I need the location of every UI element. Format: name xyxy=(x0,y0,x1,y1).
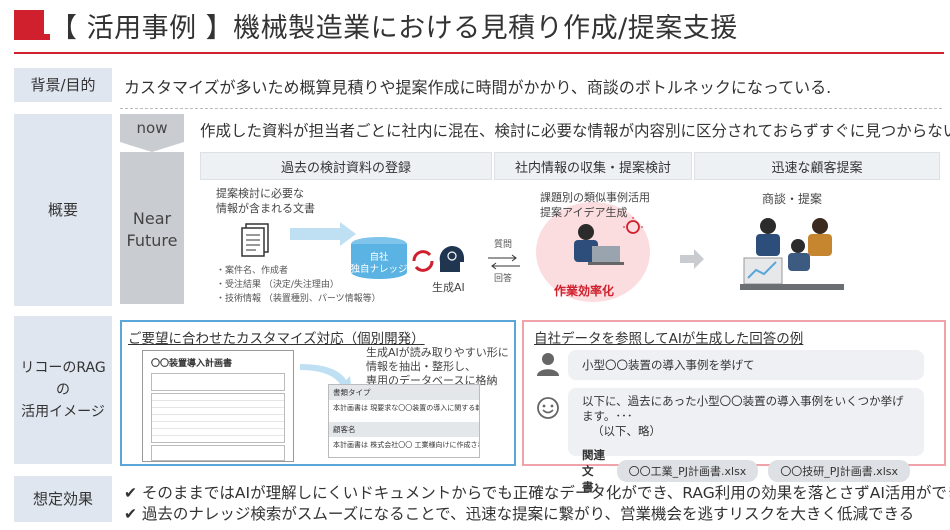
ai-smile-icon xyxy=(537,397,559,419)
document-icon xyxy=(241,223,269,257)
efficiency-label: 作業効率化 xyxy=(554,284,615,298)
flow-arrow-to-db xyxy=(290,222,356,246)
ai-label: 生成AI xyxy=(432,281,465,294)
sync-icon xyxy=(412,250,434,272)
plan-doc-title: 〇〇装置導入計画書 xyxy=(151,359,233,369)
rag-right-heading: 自社データを参照してAIが生成した回答の例 xyxy=(534,331,804,347)
proposal-label: 商談・提案 xyxy=(762,192,823,206)
idea-bulb-icon xyxy=(623,217,643,234)
answer-label: 回答 xyxy=(494,274,513,284)
worker-at-laptop-icon xyxy=(574,224,624,265)
step-register: 過去の検討資料の登録 xyxy=(200,152,492,180)
gray-arrow-icon xyxy=(680,249,704,269)
structured-db-table: 書類タイプ 本計画書は 現要求な〇〇装置の導入に関する報告書です 顧客名 本計画… xyxy=(328,384,480,458)
check-icon: ✔ xyxy=(124,484,142,502)
doc-caption: 提案検討に必要な情報が含まれる文書 xyxy=(216,187,315,215)
doc-bullets: ・案件名、作成者 ・受注結果 （決定/失注理由） ・技術情報 （装置種別、パーツ… xyxy=(216,266,381,304)
related-doc-link[interactable]: 〇〇技研_PJ計画書.xlsx xyxy=(768,460,910,482)
similar-case-label: 課題別の類似事例活用提案アイデア生成 xyxy=(540,191,650,219)
question-label: 質問 xyxy=(494,240,513,250)
rag-label-line2: 活用イメージ xyxy=(21,404,105,420)
exchange-arrows-icon xyxy=(488,254,520,270)
db-label: 自社独自ナレッジ xyxy=(350,252,408,275)
question-bubble: 小型〇〇装置の導入事例を挙げて xyxy=(568,350,924,380)
related-doc-link[interactable]: 〇〇工業_PJ計画書.xlsx xyxy=(616,460,759,482)
row-label-overview: 概要 xyxy=(14,114,112,306)
row-label-rag: リコーのRAGの活用イメージ xyxy=(14,316,112,464)
rag-left-description: 生成AIが読み取りやすい形に情報を抽出・整形し、専用のデータベースに格納 xyxy=(366,346,509,387)
user-icon xyxy=(537,353,559,376)
row-label-purpose: 背景/目的 xyxy=(14,68,112,102)
title-accent-mark xyxy=(14,10,50,40)
answer-text: 以下に、過去にあった小型〇〇装置の導入事例をいくつか挙げます。･･･（以下、略） xyxy=(582,394,904,438)
database-icon xyxy=(351,237,407,279)
answer-bubble: 以下に、過去にあった小型〇〇装置の導入事例をいくつか挙げます。･･･（以下、略）… xyxy=(568,388,924,494)
ai-head-icon xyxy=(439,246,464,272)
step-proposal: 迅速な顧客提案 xyxy=(694,152,940,180)
now-arrow xyxy=(120,142,184,152)
effect-item: ✔ 過去のナレッジ検索がスムーズになることで、迅速な提案に繋がり、営業機会を逃す… xyxy=(124,505,915,523)
title-underline xyxy=(14,52,944,54)
plan-document-thumbnail: 〇〇装置導入計画書 xyxy=(142,350,294,462)
now-description: 作成した資料が担当者ごとに社内に混在、検討に必要な情報が内容別に区分されておらず… xyxy=(200,122,950,140)
step-collect: 社内情報の収集・提案検討 xyxy=(494,152,692,180)
rag-label-line1: リコーのRAGの xyxy=(20,360,106,398)
meeting-illustration-icon xyxy=(740,218,844,290)
now-badge: now xyxy=(120,114,184,142)
check-icon: ✔ xyxy=(124,505,142,523)
near-label: Near xyxy=(132,209,172,228)
page-title: 【 活用事例 】機械製造業における見積り作成/提案支援 xyxy=(50,13,738,44)
purpose-text: カスタマイズが多いため概算見積りや提案作成に時間がかかり、商談のボトルネックにな… xyxy=(124,78,832,97)
row-label-effect: 想定効果 xyxy=(14,476,112,522)
divider xyxy=(120,108,942,110)
rag-left-heading: ご要望に合わせたカスタマイズ対応（個別開発） xyxy=(128,331,425,347)
related-docs: 関連文書： 〇〇工業_PJ計画書.xlsx 〇〇技研_PJ計画書.xlsx xyxy=(568,439,924,495)
future-label: Future xyxy=(126,231,178,250)
effect-item: ✔ そのままではAIが理解しにくいドキュメントからでも正確なデータ化ができ、RA… xyxy=(124,484,950,502)
